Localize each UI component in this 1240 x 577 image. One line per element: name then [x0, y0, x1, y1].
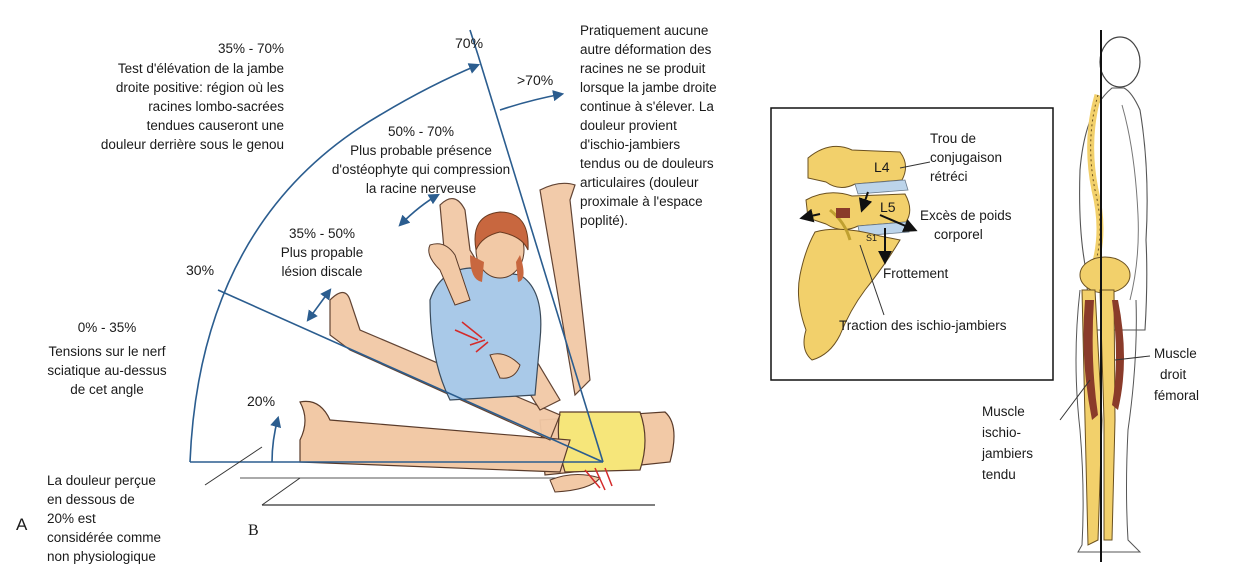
- leg-raise-illustration: [240, 182, 675, 506]
- pain-marks-buttock: [584, 467, 613, 491]
- panel-label-a: A: [16, 515, 28, 534]
- spine-inset: L4 L5 S1 Trou de conjugaison rétréci Exc…: [770, 107, 1054, 381]
- note-35-70: 35% - 70% Test d'élévation de la jambe d…: [101, 41, 284, 152]
- arrow-50-70: [398, 193, 440, 227]
- svg-text:corporel: corporel: [934, 227, 983, 242]
- examiner: [428, 211, 542, 401]
- svg-text:douleur provient: douleur provient: [580, 118, 677, 133]
- label-weight: Excès de poids corporel: [920, 208, 1012, 242]
- svg-text:droite positive: région où les: droite positive: région où les: [116, 80, 284, 95]
- note-35-50: 35% - 50% Plus propable lésion discale: [281, 226, 364, 279]
- label-hamstring: Muscle ischio- jambiers tendu: [981, 404, 1033, 482]
- svg-text:50% - 70%: 50% - 70%: [388, 124, 454, 139]
- svg-text:rétréci: rétréci: [930, 169, 968, 184]
- svg-text:tendus ou de douleurs: tendus ou de douleurs: [580, 156, 714, 171]
- sacrum: [798, 228, 901, 361]
- vertebra-l4: [807, 145, 906, 188]
- svg-text:Muscle: Muscle: [1154, 346, 1197, 361]
- svg-text:continue à s'élever. La: continue à s'élever. La: [580, 99, 714, 114]
- arc-20: [270, 415, 282, 463]
- svg-text:en dessous de: en dessous de: [47, 492, 135, 507]
- svg-text:racines ne se produit: racines ne se produit: [580, 61, 706, 76]
- svg-text:considérée comme: considérée comme: [47, 530, 161, 545]
- arrow-35-50: [306, 288, 332, 322]
- svg-text:lésion discale: lésion discale: [281, 264, 362, 279]
- svg-text:non physiologique: non physiologique: [47, 549, 156, 564]
- angle-label-20: 20%: [247, 393, 275, 409]
- label-friction: Frottement: [883, 266, 949, 281]
- svg-text:Plus propable: Plus propable: [281, 245, 364, 260]
- angle-label-70: 70%: [455, 35, 483, 51]
- pain-marks-knee: [454, 321, 489, 353]
- svg-text:autre déformation des: autre déformation des: [580, 42, 712, 57]
- main-arc: [189, 63, 481, 463]
- leg-70deg: [539, 182, 591, 397]
- svg-text:20% est: 20% est: [47, 511, 96, 526]
- svg-text:proximale à l'espace: proximale à l'espace: [580, 194, 703, 209]
- svg-text:ischio-: ischio-: [982, 425, 1021, 440]
- svg-text:droit: droit: [1160, 367, 1187, 382]
- hamstring-muscle: [1083, 300, 1098, 420]
- svg-text:poplité).: poplité).: [580, 213, 628, 228]
- svg-text:Pratiquement aucune: Pratiquement aucune: [580, 23, 708, 38]
- label-s1: S1: [866, 233, 877, 243]
- note-above-70: Pratiquement aucune autre déformation de…: [580, 23, 717, 228]
- svg-text:fémoral: fémoral: [1154, 388, 1199, 403]
- arc-gt70: [499, 90, 565, 111]
- svg-text:la racine nerveuse: la racine nerveuse: [366, 181, 476, 196]
- label-l5: L5: [880, 199, 896, 215]
- label-traction: Traction des ischio-jambiers: [839, 318, 1007, 333]
- svg-text:racines lombo-sacrées: racines lombo-sacrées: [148, 99, 284, 114]
- rectus-muscle: [1112, 300, 1124, 410]
- resting-leg: [299, 400, 571, 473]
- svg-text:Plus probable présence: Plus probable présence: [350, 143, 492, 158]
- note-50-70: 50% - 70% Plus probable présence d'ostéo…: [332, 124, 510, 196]
- angle-guides: [189, 29, 604, 506]
- svg-text:35% - 70%: 35% - 70%: [218, 41, 284, 56]
- svg-text:0% - 35%: 0% - 35%: [78, 320, 137, 335]
- vertebra-l5: [805, 192, 911, 230]
- svg-text:d'ischio-jambiers: d'ischio-jambiers: [580, 137, 680, 152]
- svg-text:Tensions sur le nerf: Tensions sur le nerf: [48, 344, 165, 359]
- svg-text:35% - 50%: 35% - 50%: [289, 226, 355, 241]
- svg-text:douleur derrière sous le genou: douleur derrière sous le genou: [101, 137, 284, 152]
- label-foramen: Trou de conjugaison rétréci: [930, 131, 1002, 184]
- angle-label-30: 30%: [186, 262, 214, 278]
- svg-text:tendues causeront une: tendues causeront une: [147, 118, 284, 133]
- line-70-extension: [469, 29, 479, 56]
- note-0-35: 0% - 35% Tensions sur le nerf sciatique …: [47, 320, 167, 397]
- svg-text:lorsque la jambe droite: lorsque la jambe droite: [580, 80, 717, 95]
- patient-shorts: [557, 411, 646, 473]
- svg-text:articulaires (douleur: articulaires (douleur: [580, 175, 699, 190]
- svg-text:Excès de poids: Excès de poids: [920, 208, 1012, 223]
- note-below-20: La douleur perçue en dessous de 20% est …: [47, 473, 161, 564]
- svg-text:jambiers: jambiers: [981, 446, 1033, 461]
- line-70: [477, 54, 604, 463]
- line-30: [217, 289, 604, 463]
- label-l4: L4: [874, 159, 890, 175]
- svg-text:Test d'élévation de la jambe: Test d'élévation de la jambe: [118, 61, 284, 76]
- svg-text:Trou de: Trou de: [930, 131, 976, 146]
- svg-text:sciatique au-dessus: sciatique au-dessus: [47, 363, 167, 378]
- svg-text:conjugaison: conjugaison: [930, 150, 1002, 165]
- standing-figure: [1059, 30, 1151, 562]
- svg-text:tendu: tendu: [982, 467, 1016, 482]
- label-rectus: Muscle droit fémoral: [1154, 346, 1199, 403]
- svg-text:de cet angle: de cet angle: [70, 382, 144, 397]
- svg-text:d'ostéophyte qui compression: d'ostéophyte qui compression: [332, 162, 510, 177]
- svg-text:La douleur perçue: La douleur perçue: [47, 473, 156, 488]
- panel-label-b: B: [248, 522, 259, 539]
- svg-text:Muscle: Muscle: [982, 404, 1025, 419]
- angle-label-gt70: >70%: [517, 72, 553, 88]
